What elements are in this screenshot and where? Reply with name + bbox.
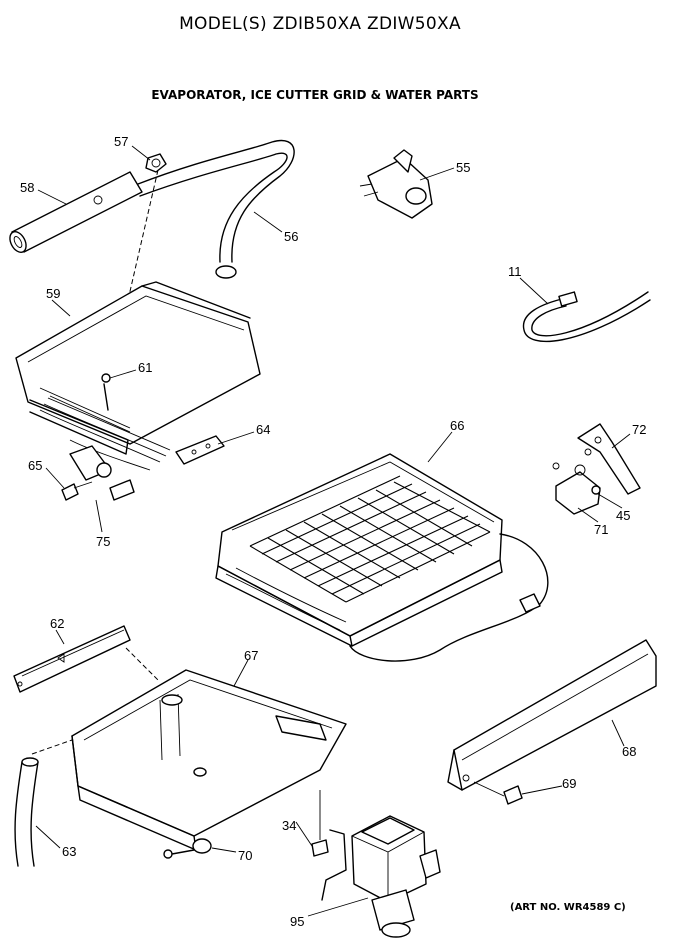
- label-58: 58: [20, 180, 34, 195]
- label-66: 66: [450, 418, 464, 433]
- label-75: 75: [96, 534, 110, 549]
- leader-lines: [35, 145, 631, 917]
- label-56: 56: [284, 229, 298, 244]
- label-45: 45: [616, 508, 630, 523]
- part-56-hose: [137, 139, 295, 279]
- part-69-screw: [473, 781, 523, 805]
- part-68-panel: [447, 639, 657, 791]
- part-66-ice-cutter-grid: [215, 453, 503, 647]
- part-95-pump: [321, 815, 441, 938]
- part-61-screw: [103, 383, 109, 411]
- part-64-bracket: [175, 435, 225, 465]
- label-70: 70: [238, 848, 252, 863]
- part-11-tube: [522, 291, 651, 343]
- art-number: (ART NO. WR4589 C): [510, 902, 626, 913]
- label-68: 68: [622, 744, 636, 759]
- assembly-line: [31, 739, 73, 755]
- label-61: 61: [138, 360, 152, 375]
- label-67: 67: [244, 648, 258, 663]
- label-95: 95: [290, 914, 304, 929]
- part-62-strip: [13, 625, 131, 693]
- part-67-pan: [71, 669, 347, 851]
- label-72: 72: [632, 422, 646, 437]
- assembly-line: [127, 169, 159, 301]
- part-34-screw: [311, 790, 329, 857]
- assembly-line: [125, 647, 159, 681]
- part-72-bracket: [577, 423, 641, 495]
- part-71-bracket: [552, 462, 601, 515]
- label-62: 62: [50, 616, 64, 631]
- part-45-screw: [591, 485, 601, 495]
- diagram-title: MODEL(S) ZDIB50XA ZDIW50XA: [179, 14, 461, 34]
- label-34: 34: [282, 818, 296, 833]
- label-59: 59: [46, 286, 60, 301]
- part-labels: 57 58 56 55 11 59 61 64 66 72 45 71 65 7…: [20, 134, 646, 929]
- label-65: 65: [28, 458, 42, 473]
- diagram-subtitle: EVAPORATOR, ICE CUTTER GRID & WATER PART…: [151, 88, 479, 102]
- label-11: 11: [508, 264, 522, 279]
- label-71: 71: [594, 522, 608, 537]
- label-63: 63: [62, 844, 76, 859]
- label-57: 57: [114, 134, 128, 149]
- part-75-thermostat: [69, 445, 135, 501]
- part-59-evaporator: [15, 281, 261, 471]
- label-69: 69: [562, 776, 576, 791]
- grid-power-cord: [349, 533, 549, 662]
- part-65-screw: [61, 481, 93, 501]
- part-55-water-valve: [359, 149, 433, 219]
- label-55: 55: [456, 160, 470, 175]
- label-64: 64: [256, 422, 270, 437]
- grid-wires: [249, 475, 491, 603]
- part-70-clamp: [163, 838, 212, 859]
- evaporator-tubing: [39, 397, 171, 471]
- part-63-drain-tube: [14, 757, 39, 867]
- part-58-fill-tube: [9, 171, 143, 253]
- part-57-nut: [145, 153, 167, 173]
